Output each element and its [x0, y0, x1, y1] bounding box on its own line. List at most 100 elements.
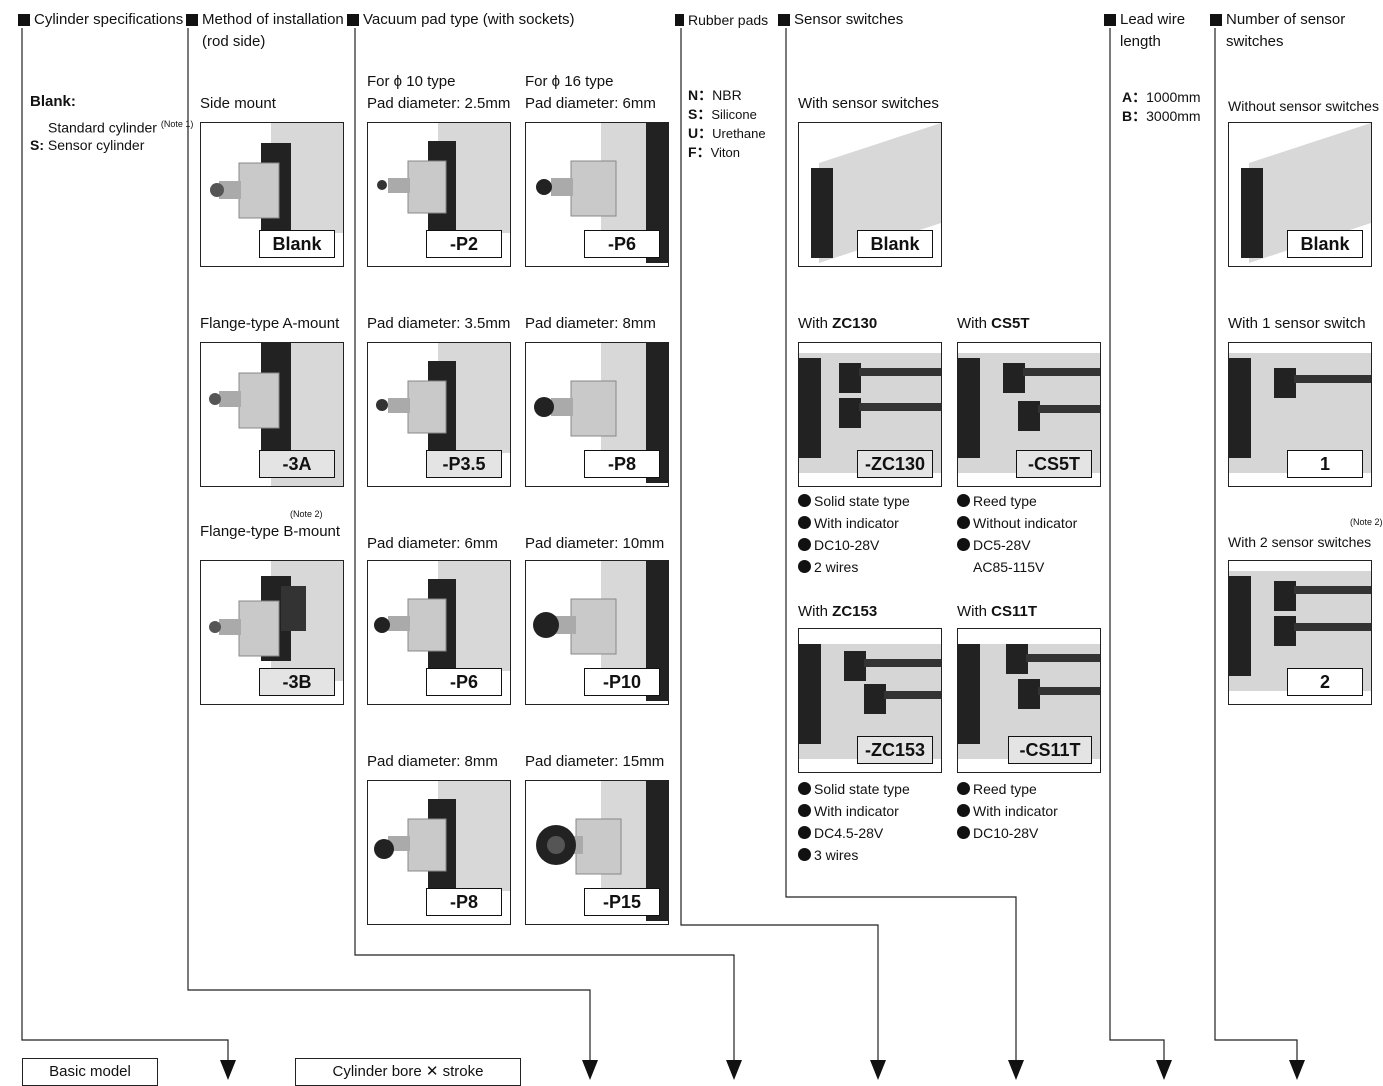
number-label-0: Without sensor switches: [1228, 98, 1379, 114]
vacuum-pad-illustration: [374, 561, 510, 671]
vacuum-pad-illustration: [533, 561, 668, 701]
vacuum-pad-illustration: [376, 343, 510, 453]
pad10-image-0: -P2: [367, 122, 511, 267]
number-image-1: 1: [1228, 342, 1372, 487]
install-note-2: (Note 2): [290, 509, 323, 519]
cs5t-title: With CS5T: [957, 315, 1030, 332]
header-vacuum-pad: Vacuum pad type (with sockets): [347, 9, 574, 31]
cylinder-illustration: [1241, 123, 1371, 263]
code-zc130: -ZC130: [857, 450, 933, 478]
basic-model-box: Basic model: [22, 1058, 158, 1086]
spec-item: DC4.5-28V: [798, 822, 910, 844]
number-label-1: With 1 sensor switch: [1228, 315, 1366, 332]
code-cs11t: -CS11T: [1008, 736, 1092, 764]
cylinder-blank-value: Standard cylinder (Note 1): [48, 119, 194, 136]
pad10-image-3: -P8: [367, 780, 511, 925]
zc153-specs: Solid state type With indicator DC4.5-28…: [798, 778, 910, 866]
header-bullet-icon: [347, 14, 359, 26]
header-bullet-icon: [18, 14, 30, 26]
spec-item: Reed type: [957, 490, 1077, 512]
install-image-flange-a: -3A: [200, 342, 344, 487]
pad16-image-3: -P15: [525, 780, 669, 925]
vacuum-pad-illustration: [377, 123, 510, 233]
rubber-item: S：Silicone: [688, 106, 757, 122]
install-label-2: Flange-type B-mount: [200, 523, 341, 540]
vacuum-col16-title: For ϕ 16 type: [525, 73, 614, 90]
vacuum-col10-title: For ϕ 10 type: [367, 73, 456, 90]
install-image-flange-b: -3B: [200, 560, 344, 705]
pad10-image-1: -P3.5: [367, 342, 511, 487]
zc130-title: With ZC130: [798, 315, 878, 332]
header-installation: Method of installation (rod side): [186, 9, 344, 53]
spec-item: 3 wires: [798, 844, 910, 866]
spec-item: 2 wires: [798, 556, 910, 578]
number-note-2: (Note 2): [1350, 517, 1383, 527]
rubber-list: N：NBR S：Silicone U：Urethane F：Viton: [688, 86, 766, 162]
cylinder-illustration: [209, 561, 343, 681]
install-image-side-mount: Blank: [200, 122, 344, 267]
spec-item: Solid state type: [798, 490, 910, 512]
vacuum-pad-illustration: [536, 123, 668, 263]
code-p6-10: -P6: [426, 668, 502, 696]
header-bullet-icon: [1210, 14, 1222, 26]
vacuum-pad-illustration: [536, 781, 668, 921]
rubber-item: U：Urethane: [688, 125, 766, 141]
cs11t-title: With CS11T: [957, 603, 1038, 620]
pad10-label-1: Pad diameter: 3.5mm: [367, 315, 511, 332]
code-install-blank: Blank: [259, 230, 335, 258]
zc130-image: -ZC130: [798, 342, 942, 487]
header-bullet-icon: [1104, 14, 1116, 26]
number-image-2: 2: [1228, 560, 1372, 705]
code-p8-10: -P8: [426, 888, 502, 916]
header-number-switches: Number of sensor switches: [1210, 9, 1345, 53]
header-bullet-icon: [675, 14, 684, 26]
cylinder-illustration: [811, 123, 941, 263]
header-rubber-pads: Rubber pads: [675, 9, 768, 31]
header-bullet-icon: [186, 14, 198, 26]
spec-item: Reed type: [957, 778, 1058, 800]
pad16-label-1: Pad diameter: 8mm: [525, 315, 656, 332]
cs5t-image: -CS5T: [957, 342, 1101, 487]
bore-stroke-box: Cylinder bore ✕ stroke: [295, 1058, 521, 1086]
code-number-2: 2: [1287, 668, 1363, 696]
number-label-2: With 2 sensor switches: [1228, 534, 1372, 550]
spec-item: With indicator: [798, 800, 910, 822]
header-cylinder-specs: Cylinder specifications: [18, 9, 183, 31]
cs11t-specs: Reed type With indicator DC10-28V: [957, 778, 1058, 844]
rubber-item: F：Viton: [688, 144, 740, 160]
vacuum-pad-illustration: [534, 343, 668, 483]
lead-item: A：1000mm: [1122, 89, 1201, 105]
lead-item: B：3000mm: [1122, 108, 1201, 124]
cs11t-image: -CS11T: [957, 628, 1101, 773]
zc130-specs: Solid state type With indicator DC10-28V…: [798, 490, 910, 578]
cs5t-specs: Reed type Without indicator DC5-28V AC85…: [957, 490, 1077, 578]
code-p2: -P2: [426, 230, 502, 258]
pad16-image-2: -P10: [525, 560, 669, 705]
lead-list: A：1000mm B：3000mm: [1122, 88, 1201, 126]
code-sensor-blank: Blank: [857, 230, 933, 258]
header-lead-wire: Lead wire length: [1104, 9, 1185, 53]
pad10-image-2: -P6: [367, 560, 511, 705]
spec-item: Without indicator: [957, 512, 1077, 534]
spec-item: Solid state type: [798, 778, 910, 800]
pad10-label-2: Pad diameter: 6mm: [367, 535, 498, 552]
number-image-0: Blank: [1228, 122, 1372, 267]
cylinder-s-option: S: Sensor cylinder: [30, 137, 145, 153]
code-number-1: 1: [1287, 450, 1363, 478]
spec-item: With indicator: [798, 512, 910, 534]
zc153-title: With ZC153: [798, 603, 878, 620]
header-sensor-switches: Sensor switches: [778, 9, 903, 31]
code-p6-16: -P6: [584, 230, 660, 258]
code-p15: -P15: [584, 888, 660, 916]
code-p10: -P10: [584, 668, 660, 696]
pad16-label-0: Pad diameter: 6mm: [525, 95, 656, 112]
code-zc153: -ZC153: [857, 736, 933, 764]
code-p3-5: -P3.5: [426, 450, 502, 478]
cylinder-blank-key: Blank:: [30, 93, 76, 110]
spec-extra: AC85-115V: [973, 559, 1045, 575]
pad16-image-0: -P6: [525, 122, 669, 267]
code-install-3a: -3A: [259, 450, 335, 478]
spec-item: DC10-28V: [957, 822, 1058, 844]
install-label-0: Side mount: [200, 95, 276, 112]
